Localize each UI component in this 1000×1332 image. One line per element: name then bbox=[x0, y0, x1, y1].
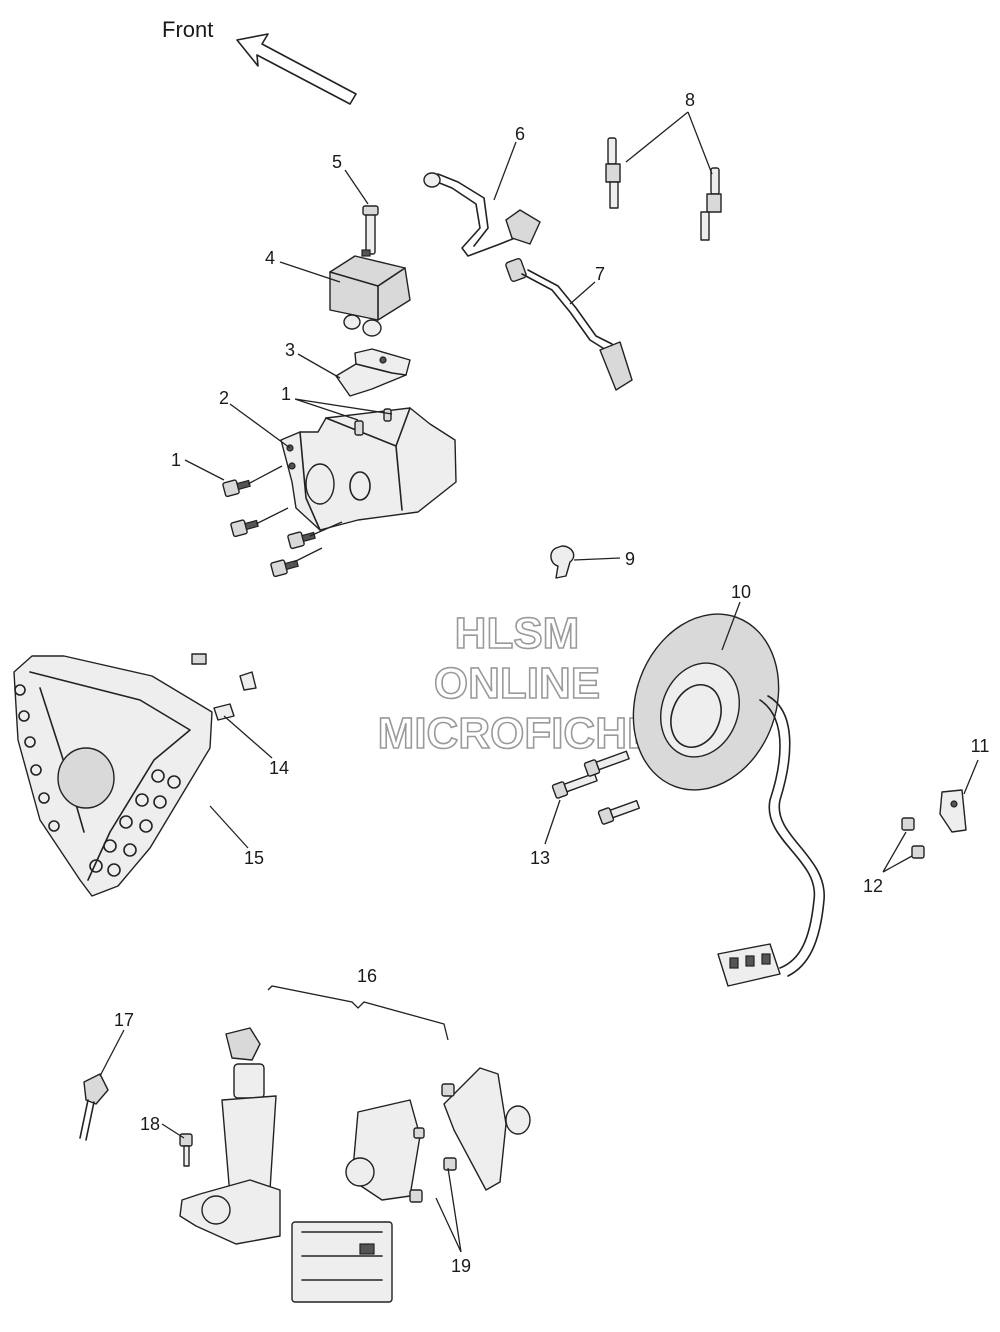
callout-5: 5 bbox=[332, 152, 342, 172]
part-4-coil bbox=[329, 249, 411, 337]
part-6-plug-wire bbox=[423, 172, 541, 257]
part-13-bolts bbox=[551, 750, 641, 825]
part-16-ignition-switch bbox=[179, 1027, 393, 1303]
part-8-spark-plugs bbox=[605, 137, 722, 241]
part-1-bolts bbox=[222, 465, 343, 578]
watermark-line2: ONLINE bbox=[434, 659, 600, 708]
part-10-stator bbox=[632, 613, 825, 987]
callout-16: 16 bbox=[357, 966, 377, 986]
callout-9: 9 bbox=[625, 549, 635, 569]
callout-12: 12 bbox=[863, 876, 883, 896]
part-7-plug-wire bbox=[505, 258, 633, 391]
front-direction-arrow: Front bbox=[162, 17, 357, 105]
callout-3: 3 bbox=[285, 340, 295, 360]
callout-2: 2 bbox=[219, 388, 229, 408]
callout-14: 14 bbox=[269, 758, 289, 778]
leader-lines bbox=[99, 111, 979, 1253]
part-14-clips bbox=[191, 653, 257, 721]
callout-6: 6 bbox=[515, 124, 525, 144]
part-3-bracket bbox=[335, 348, 411, 397]
callout-1-left: 1 bbox=[171, 450, 181, 470]
watermark-line1: HLSM bbox=[455, 609, 580, 658]
callout-numbers: 1 1 2 3 4 5 6 7 8 9 10 11 12 13 14 15 16… bbox=[114, 90, 989, 1276]
watermark-line3: MICROFICHE bbox=[378, 709, 657, 758]
callout-1-top: 1 bbox=[281, 384, 291, 404]
callout-15: 15 bbox=[244, 848, 264, 868]
callout-13: 13 bbox=[530, 848, 550, 868]
front-label: Front bbox=[162, 17, 213, 42]
part-5-screw bbox=[362, 205, 379, 255]
callout-7: 7 bbox=[595, 264, 605, 284]
part-18-bolt bbox=[179, 1133, 193, 1167]
part-16-switch-parts bbox=[345, 1067, 531, 1203]
callout-17: 17 bbox=[114, 1010, 134, 1030]
part-17-key bbox=[79, 1073, 109, 1141]
part-15-housing bbox=[13, 655, 213, 897]
callout-10: 10 bbox=[731, 582, 751, 602]
callout-8: 8 bbox=[685, 90, 695, 110]
part-9-clip bbox=[550, 545, 575, 579]
callout-4: 4 bbox=[265, 248, 275, 268]
part-11-clamp bbox=[939, 789, 967, 833]
part-2-mount-bracket bbox=[280, 407, 457, 531]
part-12-bolts bbox=[901, 817, 925, 859]
watermark: HLSM ONLINE MICROFICHE bbox=[377, 608, 657, 759]
callout-19: 19 bbox=[451, 1256, 471, 1276]
callout-18: 18 bbox=[140, 1114, 160, 1134]
callout-11: 11 bbox=[971, 736, 990, 756]
